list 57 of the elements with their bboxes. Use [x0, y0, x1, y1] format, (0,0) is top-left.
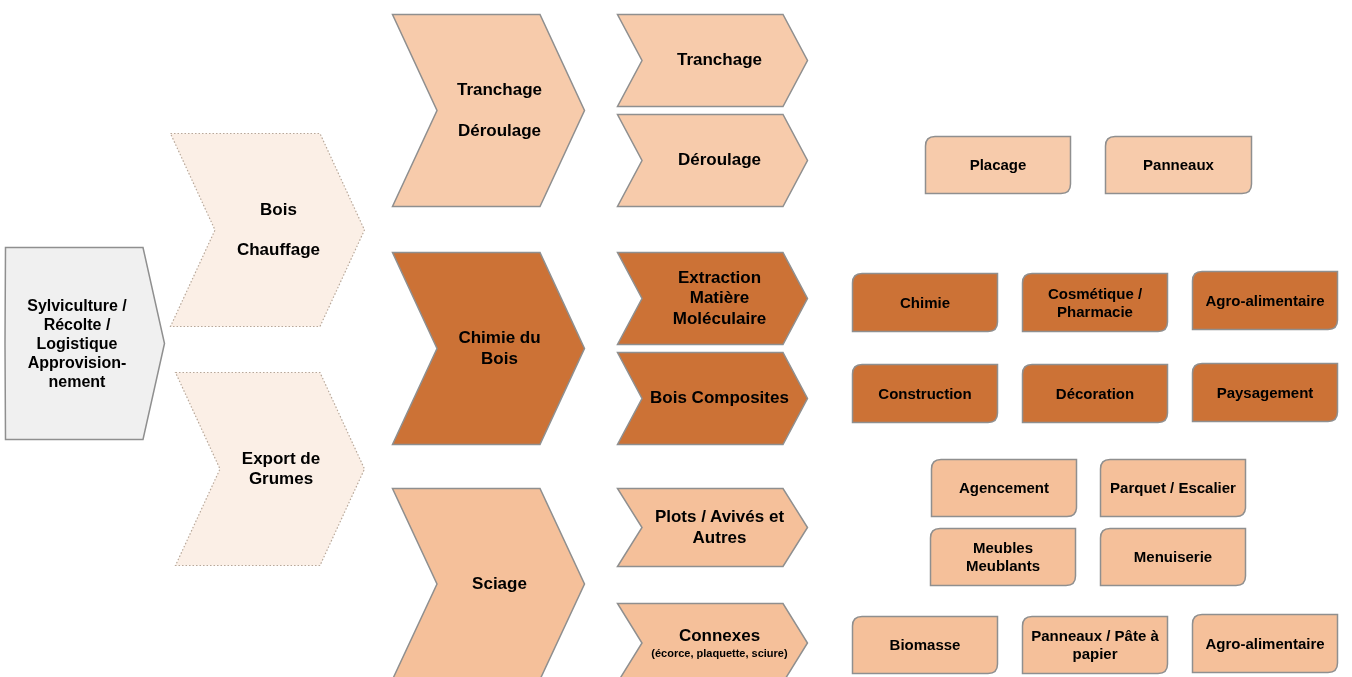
box-label: Panneaux / Pâte à papier [1030, 627, 1160, 663]
chevron-step [617, 114, 808, 207]
product-box [931, 459, 1077, 517]
step-label: Tranchage [676, 50, 762, 71]
chevron-step [617, 352, 808, 445]
product-box [925, 136, 1071, 194]
box-label: Paysagement [1216, 383, 1314, 402]
product-box [1192, 363, 1338, 422]
chevron-step [392, 14, 585, 207]
box-label: Menuiserie [1133, 548, 1213, 566]
chevron-step [617, 14, 808, 107]
product-box [1022, 616, 1168, 674]
product-box [1192, 614, 1338, 673]
step-label: Extraction Matière Moléculaire [671, 267, 768, 330]
box-label: Décoration [1055, 384, 1135, 403]
box-label: Parquet / Escalier [1110, 479, 1236, 497]
box-label: Agencement [959, 479, 1049, 497]
step-label: Export de Grumes [240, 448, 322, 490]
step-label: Tranchage [456, 80, 542, 101]
step-note: (écorce, plaquette, sciure) [651, 646, 788, 660]
chevron-step [617, 488, 808, 567]
step-label: Déroulage [457, 120, 542, 141]
pentagon-step [5, 247, 165, 440]
product-box [1105, 136, 1252, 194]
chevron-step [175, 372, 365, 566]
step-label: Plots / Avivés et Autres [653, 507, 786, 548]
chevron-step [617, 252, 808, 345]
box-label: Biomasse [889, 636, 961, 654]
step-label: Déroulage [677, 150, 762, 171]
product-box [852, 616, 998, 674]
box-label: Cosmétique / Pharmacie [1046, 284, 1144, 321]
box-label: Chimie [900, 293, 950, 312]
box-label: Panneaux [1143, 156, 1214, 174]
product-box [1022, 273, 1168, 332]
chevron-step [170, 133, 365, 327]
step-label: Chauffage [236, 240, 321, 261]
chevron-step [392, 488, 585, 677]
step-label: Chimie du Bois [457, 328, 542, 369]
product-box [852, 273, 998, 332]
box-label: Placage [969, 156, 1027, 174]
product-box [930, 528, 1076, 586]
step-label: Bois Composites [650, 388, 789, 409]
box-label: Meubles Meublants [964, 539, 1042, 575]
product-box [1100, 459, 1246, 517]
box-label: Agro-alimentaire [1205, 634, 1325, 653]
chevron-step [392, 252, 585, 445]
step-label: Connexes [678, 626, 761, 647]
product-box [1192, 271, 1338, 330]
step-label: Bois [260, 199, 297, 220]
box-label: Construction [878, 384, 972, 403]
product-box [1100, 528, 1246, 586]
step-label: Sylviculture / Récolte / Logistique Approvision-nement [26, 295, 128, 392]
step-label: Sciage [472, 573, 527, 595]
product-box [852, 364, 998, 423]
chevron-step [617, 603, 808, 677]
box-label: Agro-alimentaire [1205, 291, 1325, 310]
product-box [1022, 364, 1168, 423]
